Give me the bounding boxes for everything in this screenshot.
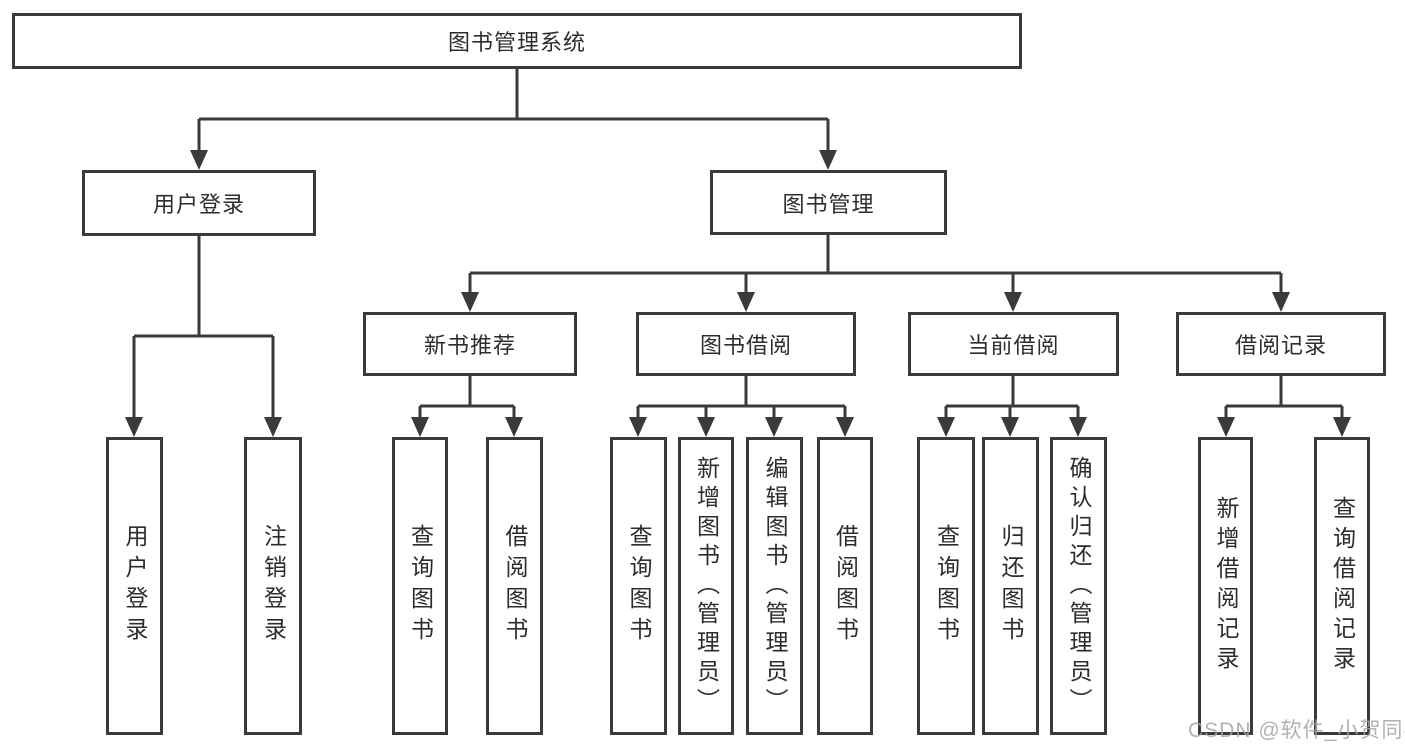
- connector-newbooks-to-leaves: [411, 376, 523, 437]
- leaf-borrow-books: 借阅图书: [486, 437, 543, 735]
- leaf-user-login: 用户登录: [106, 437, 163, 735]
- node-borrow-records: 借阅记录: [1176, 312, 1386, 376]
- node-new-book-recommend: 新书推荐: [363, 312, 577, 376]
- connector-bookmgmt-to-level3: [461, 235, 1290, 312]
- leaf-add-borrow-record: 新增借阅记录: [1198, 437, 1253, 735]
- node-user-login: 用户登录: [82, 170, 316, 236]
- leaf-query-books: 查询图书: [392, 437, 448, 735]
- connector-userlogin-to-leaves: [125, 236, 282, 437]
- connector-bookborrow-to-leaves: [629, 376, 854, 437]
- leaf-query-books-2: 查询图书: [610, 437, 667, 735]
- connector-root-to-level2: [190, 69, 837, 170]
- connector-borrowrecords-to-leaves: [1217, 376, 1351, 437]
- leaf-logout: 注销登录: [244, 437, 302, 735]
- leaf-edit-books-admin: 编辑图书（管理员）: [746, 437, 803, 735]
- leaf-borrow-books-2: 借阅图书: [817, 437, 873, 735]
- leaf-query-books-3: 查询图书: [917, 437, 975, 735]
- leaf-add-books-admin: 新增图书（管理员）: [678, 437, 734, 735]
- node-current-borrow: 当前借阅: [908, 312, 1119, 376]
- node-library-system: 图书管理系统: [12, 13, 1022, 69]
- leaf-query-borrow-record: 查询借阅记录: [1314, 437, 1370, 735]
- leaf-confirm-return-admin: 确认归还（管理员）: [1050, 437, 1107, 735]
- leaf-return-books: 归还图书: [982, 437, 1039, 735]
- node-book-management: 图书管理: [710, 170, 947, 235]
- connector-currentborrow-to-leaves: [937, 376, 1087, 437]
- csdn-watermark: CSDN @软件_小贺同学: [1188, 719, 1405, 742]
- node-book-borrow: 图书借阅: [636, 312, 856, 376]
